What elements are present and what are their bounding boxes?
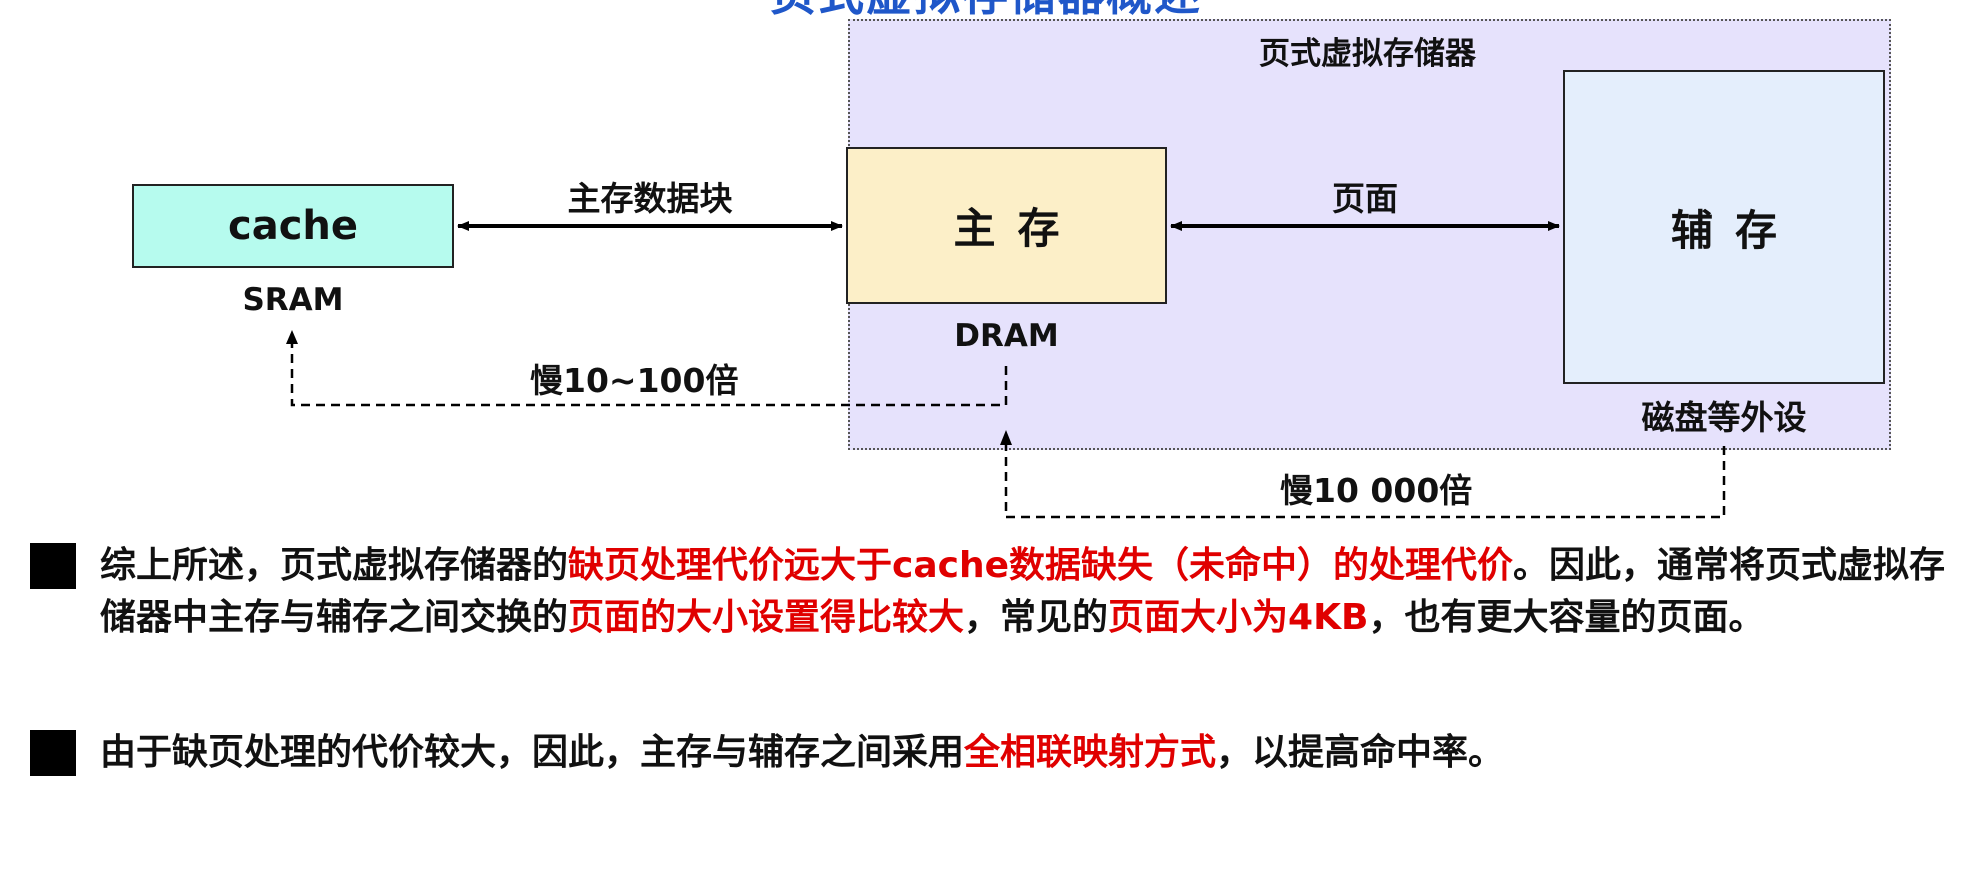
dashed-slow-main-head bbox=[286, 330, 298, 344]
dashed-slow-aux bbox=[1004, 434, 1726, 519]
bullet-point-1: 综上所述，页式虚拟存储器的缺页处理代价远大于cache数据缺失（未命中）的处理代… bbox=[30, 540, 1960, 644]
slow-label-main: 慢10~100倍 bbox=[530, 361, 739, 400]
main-memory-box: 主存 bbox=[846, 147, 1167, 304]
bullet-text: 综上所述，页式虚拟存储器的缺页处理代价远大于cache数据缺失（未命中）的处理代… bbox=[100, 540, 1960, 644]
text-segment: 综上所述，页式虚拟存储器的 bbox=[100, 545, 569, 586]
highlight-segment: 全相联映射方式 bbox=[964, 732, 1217, 773]
text-segment: ，以提高命中率。 bbox=[1216, 732, 1505, 773]
text-segment: 。因此，通常将页式虚拟存储器中主存与辅存之间交换的 bbox=[100, 545, 1946, 638]
bullet-square-icon bbox=[30, 730, 76, 776]
aux-storage-label: 辅存 bbox=[1670, 205, 1799, 255]
main-memory-sublabel: DRAM bbox=[954, 318, 1059, 354]
dashed-slow-aux-head bbox=[1000, 430, 1012, 445]
arrow-label-block: 主存数据块 bbox=[567, 179, 733, 218]
bullet-square-icon bbox=[30, 543, 76, 589]
main-memory-label: 主存 bbox=[953, 204, 1082, 253]
highlight-segment: 缺页处理代价远大于cache数据缺失（未命中）的处理代价 bbox=[568, 545, 1514, 586]
bullet-point-2: 由于缺页处理的代价较大，因此，主存与辅存之间采用全相联映射方式，以提高命中率。 bbox=[30, 727, 1960, 779]
bullet-text: 由于缺页处理的代价较大，因此，主存与辅存之间采用全相联映射方式，以提高命中率。 bbox=[100, 727, 1504, 779]
text-segment: ，也有更大容量的页面。 bbox=[1368, 597, 1765, 638]
highlight-segment: 页面大小为4KB bbox=[1108, 597, 1369, 638]
slow-label-aux: 慢10 000倍 bbox=[1280, 471, 1473, 510]
dashed-slow-main bbox=[290, 334, 1008, 407]
slide-title: 页式虚拟存储器概述 bbox=[770, 0, 1202, 24]
highlight-segment: 页面的大小设置得比较大 bbox=[568, 597, 965, 638]
arrow-label-page: 页面 bbox=[1332, 179, 1398, 218]
virtual-memory-title: 页式虚拟存储器 bbox=[1259, 36, 1476, 72]
text-segment: 由于缺页处理的代价较大，因此，主存与辅存之间采用 bbox=[100, 732, 965, 773]
text-segment: ，常见的 bbox=[964, 597, 1109, 638]
aux-storage-sublabel: 磁盘等外设 bbox=[1641, 398, 1807, 437]
aux-storage-box: 辅存 bbox=[1563, 70, 1885, 384]
cache-box: cache bbox=[132, 184, 454, 268]
cache-sublabel: SRAM bbox=[242, 282, 344, 318]
cache-label: cache bbox=[227, 203, 359, 249]
